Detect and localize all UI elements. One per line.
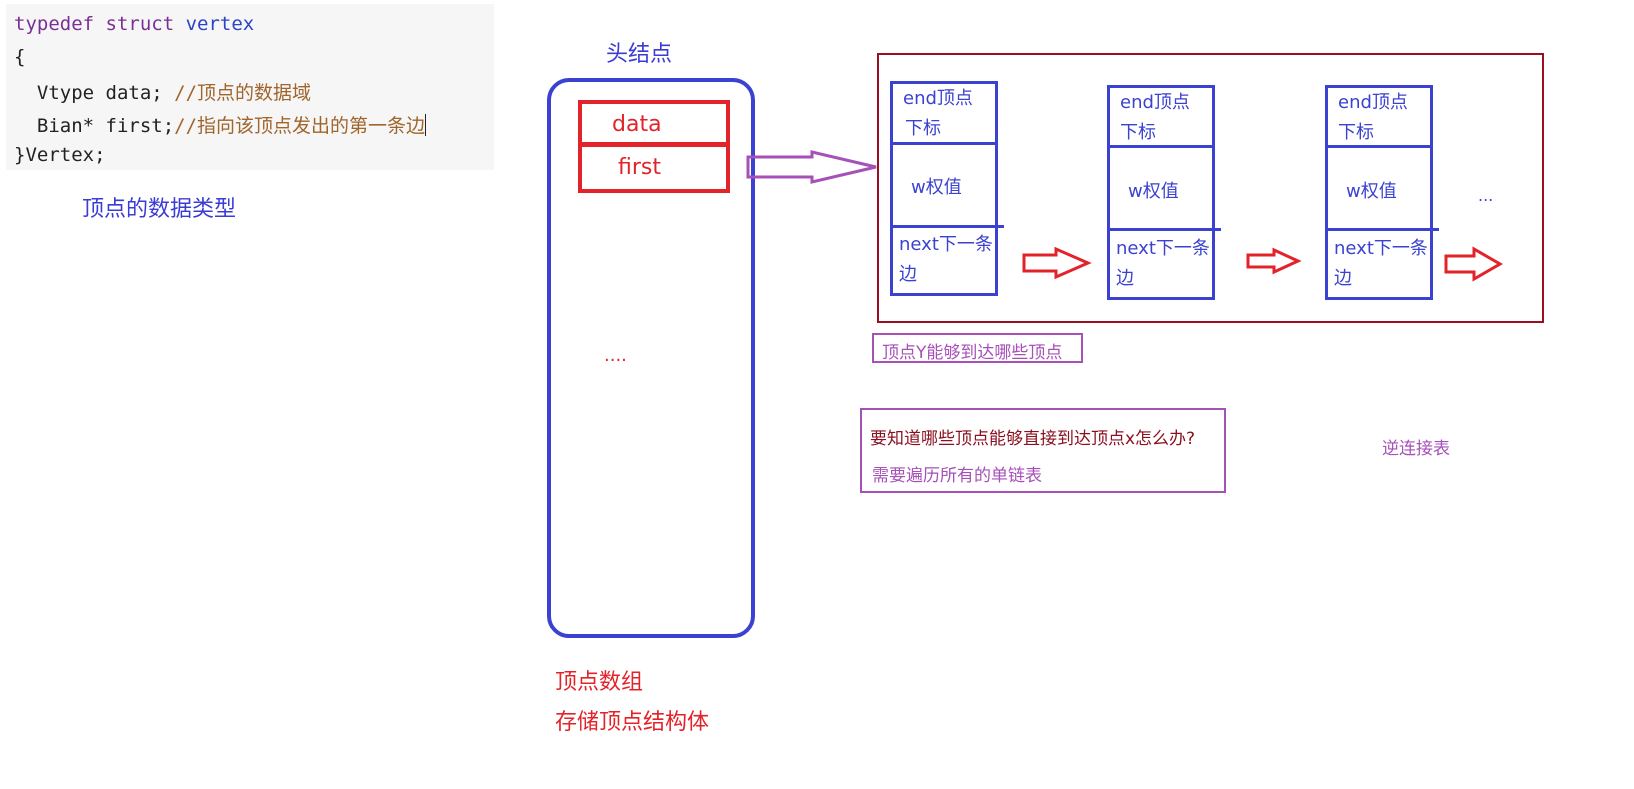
- edge-node-2: end顶点 下标 w权值 next下一条 边: [1107, 85, 1221, 300]
- text-cursor: [425, 114, 427, 136]
- array-subtitle: 存储顶点结构体: [555, 710, 710, 735]
- array-ellipsis: ....: [604, 345, 627, 366]
- divider: [1325, 145, 1433, 148]
- code-keyword: typedef struct: [14, 13, 175, 35]
- edge-node-end-label: end顶点: [1338, 92, 1408, 113]
- adjacency-list-frame: [877, 53, 1544, 323]
- divider: [890, 142, 998, 145]
- vertex-type-label: 顶点的数据类型: [82, 197, 237, 222]
- code-comment: //指向该顶点发出的第一条边: [174, 115, 426, 137]
- code-line-5: }Vertex;: [14, 144, 106, 166]
- question-text: 要知道哪些顶点能够直接到达顶点x怎么办?: [870, 429, 1196, 449]
- vertex-array: [547, 78, 755, 638]
- head-cell-first-label: first: [618, 155, 661, 180]
- question-box: 要知道哪些顶点能够直接到达顶点x怎么办? 需要遍历所有的单链表: [860, 408, 1226, 493]
- next-arrow-1: [1022, 246, 1092, 280]
- code-line-1: typedef struct vertex: [14, 13, 254, 35]
- edge-node-next-label: next下一条: [1334, 238, 1428, 259]
- code-block: typedef struct vertex { Vtype data; //顶点…: [6, 4, 494, 170]
- divider: [1325, 228, 1439, 231]
- code-struct-name: vertex: [185, 13, 255, 35]
- head-cell-data-label: data: [612, 112, 662, 137]
- divider: [1107, 145, 1215, 148]
- edge-node-end-label-2: 下标: [905, 118, 941, 139]
- head-cell-first: first: [578, 143, 730, 193]
- edge-node-1: end顶点 下标 w权值 next下一条 边: [890, 81, 1004, 296]
- edge-node-next-label-2: 边: [1116, 268, 1134, 289]
- reach-label: 顶点Y能够到达哪些顶点: [882, 343, 1063, 363]
- code-line-2: {: [14, 46, 26, 68]
- edge-node-next-label: next下一条: [1116, 238, 1210, 259]
- code-comment: //顶点的数据域: [174, 82, 312, 104]
- code-text: Vtype data;: [14, 82, 175, 104]
- edge-node-3: end顶点 下标 w权值 next下一条 边: [1325, 85, 1439, 300]
- answer-text: 需要遍历所有的单链表: [872, 466, 1042, 486]
- head-node-label: 头结点: [606, 42, 673, 67]
- edge-node-end-label-2: 下标: [1338, 122, 1374, 143]
- edge-node-weight-label: w权值: [1346, 181, 1397, 202]
- reverse-adjacency-label: 逆连接表: [1382, 439, 1450, 459]
- edge-node-end-label: end顶点: [1120, 92, 1190, 113]
- list-ellipsis: ...: [1478, 186, 1494, 205]
- edge-node-weight-label: w权值: [1128, 181, 1179, 202]
- code-line-3: Vtype data; //顶点的数据域: [14, 78, 311, 105]
- reach-label-box: 顶点Y能够到达哪些顶点: [872, 333, 1083, 363]
- next-arrow-2: [1246, 247, 1302, 275]
- code-line-4: Bian* first;//指向该顶点发出的第一条边: [14, 111, 427, 138]
- edge-node-next-label-2: 边: [1334, 268, 1352, 289]
- edge-node-end-label: end顶点: [903, 88, 973, 109]
- edge-node-next-label-2: 边: [899, 264, 917, 285]
- array-title: 顶点数组: [555, 670, 644, 695]
- code-text: Bian* first;: [14, 115, 175, 137]
- edge-node-next-label: next下一条: [899, 234, 993, 255]
- next-arrow-3: [1444, 246, 1504, 282]
- edge-node-end-label-2: 下标: [1120, 122, 1156, 143]
- divider: [890, 225, 1004, 228]
- edge-node-weight-label: w权值: [911, 177, 962, 198]
- first-pointer-arrow: [746, 150, 877, 184]
- divider: [1107, 228, 1221, 231]
